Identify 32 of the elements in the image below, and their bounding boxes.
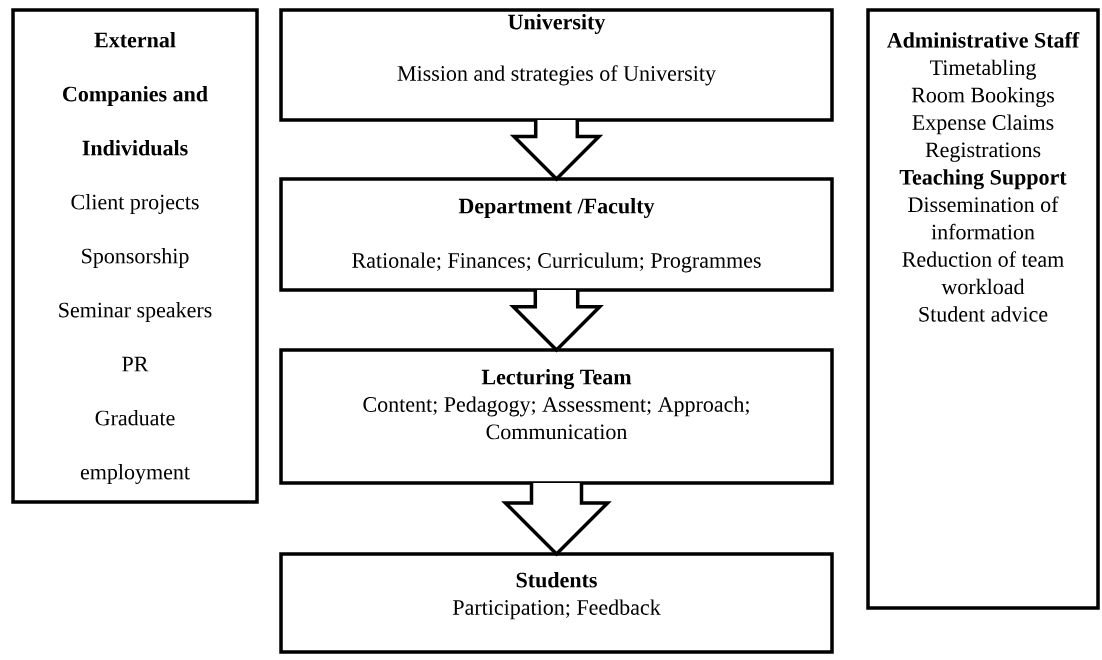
process-box — [279, 8, 834, 122]
box-text: PR — [122, 356, 149, 372]
box-text: Room Bookings — [911, 87, 1054, 108]
box-heading: Administrative Staff — [887, 32, 1080, 48]
box-heading: Lecturing Team — [481, 369, 632, 390]
box-text: Timetabling — [930, 59, 1036, 80]
box-text: Reduction of team workload — [902, 251, 1064, 295]
box-text: Mission and strategies of University — [397, 65, 716, 86]
box-heading: Department /Faculty — [458, 198, 655, 218]
box-heading: Teaching Support — [899, 169, 1067, 190]
box-heading: External Companies and Individuals — [63, 32, 208, 156]
box-heading: University — [508, 14, 606, 34]
block-arrow — [509, 288, 604, 353]
process-box — [279, 552, 834, 654]
side-panel — [11, 8, 259, 504]
box-text: Sponsorship — [82, 248, 189, 268]
box-heading: Students — [516, 572, 597, 588]
box-text: Graduate employment — [80, 410, 190, 484]
box-text: Content; Pedagogy; Assessment; Approach; Communication — [363, 396, 749, 440]
box-text: Client projects — [71, 194, 199, 214]
block-arrow — [509, 118, 604, 182]
box-text: Dissemination of information — [908, 196, 1059, 240]
box-text: Expense Claims — [912, 114, 1054, 135]
box-text: Registrations — [925, 142, 1041, 162]
block-arrow — [501, 481, 612, 557]
box-text: Rationale; Finances; Curriculum; Programmes — [352, 252, 761, 273]
side-panel — [866, 8, 1100, 610]
box-text: Participation; Feedback — [452, 599, 661, 620]
box-text: Seminar speakers — [59, 302, 212, 322]
box-text: Student advice — [919, 306, 1048, 322]
process-box — [279, 177, 834, 292]
process-box — [279, 348, 834, 485]
